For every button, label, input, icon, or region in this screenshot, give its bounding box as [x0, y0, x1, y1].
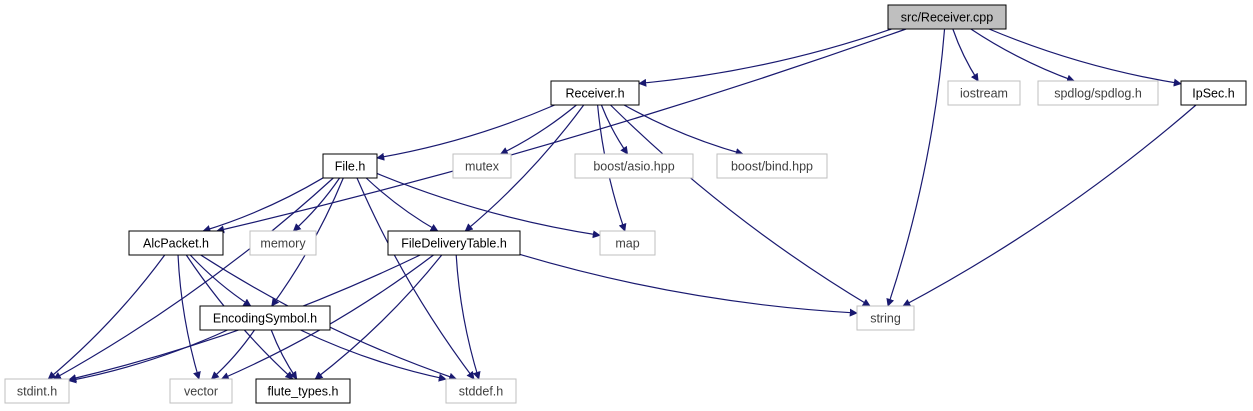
node-map-box: [599, 230, 656, 256]
edge-alcpacket-to-vector: [177, 254, 201, 380]
node-vector-label: vector: [184, 385, 218, 399]
node-alcpacket[interactable]: AlcPacket.h: [128, 230, 224, 256]
node-mutex-box: [452, 153, 512, 179]
edge-file-h-to-map: [376, 172, 601, 239]
node-boost-bind-box: [716, 153, 828, 179]
node-memory: memory: [249, 230, 317, 256]
node-vector: vector: [169, 378, 233, 404]
node-boost-asio: boost/asio.hpp: [574, 153, 694, 179]
node-boost-bind-label: boost/bind.hpp: [731, 160, 813, 174]
edge-fdt-to-vector: [220, 254, 434, 380]
edge-receiver-h-to-fdt: [464, 104, 585, 232]
node-receiver-h[interactable]: Receiver.h: [550, 80, 640, 106]
node-alcpacket-label: AlcPacket.h: [143, 237, 209, 251]
node-string: string: [856, 305, 915, 331]
node-spdlog: spdlog/spdlog.h: [1037, 80, 1159, 106]
node-vector-box: [169, 378, 233, 404]
node-map-label: map: [615, 237, 639, 251]
node-mutex-label: mutex: [465, 160, 500, 174]
edge-fdt-to-string: [519, 253, 858, 317]
edge-receiver-cpp-to-iostream: [952, 28, 979, 82]
node-stdint: stdint.h: [4, 378, 70, 404]
node-spdlog-label: spdlog/spdlog.h: [1054, 87, 1142, 101]
node-string-box: [856, 305, 915, 331]
node-receiver-cpp-label: src/Receiver.cpp: [901, 11, 993, 25]
node-encsym-label: EncodingSymbol.h: [213, 312, 317, 326]
edge-alcpacket-to-encsym: [189, 254, 252, 307]
node-ipsec[interactable]: IpSec.h: [1180, 80, 1247, 106]
edge-receiver-cpp-to-string: [886, 28, 946, 307]
node-stddef-box: [445, 378, 517, 404]
edge-fdt-to-stddef: [455, 254, 481, 380]
node-encsym-box: [199, 305, 331, 331]
node-receiver-h-box: [550, 80, 640, 106]
node-file-h-label: File.h: [335, 160, 366, 174]
node-memory-label: memory: [260, 237, 306, 251]
edge-encsym-to-flute-types: [270, 329, 298, 380]
node-boost-asio-box: [574, 153, 694, 179]
node-iostream-box: [947, 80, 1021, 106]
node-file-h-box: [322, 153, 378, 179]
node-stddef-label: stddef.h: [459, 385, 504, 399]
node-stdint-box: [4, 378, 70, 404]
edge-receiver-h-to-boost-bind: [623, 104, 744, 156]
node-fdt-box: [387, 230, 521, 256]
node-memory-box: [249, 230, 317, 256]
edge-encsym-to-stddef: [300, 329, 447, 382]
node-fdt[interactable]: FileDeliveryTable.h: [387, 230, 521, 256]
node-spdlog-box: [1037, 80, 1159, 106]
node-map: map: [599, 230, 656, 256]
edge-file-h-to-stddef: [356, 177, 475, 380]
edge-receiver-h-to-string: [610, 104, 871, 307]
edge-encsym-to-stdint: [68, 329, 228, 384]
edge-alcpacket-to-stdint: [47, 254, 166, 380]
edge-file-h-to-fdt: [365, 177, 439, 232]
node-flute-types-box: [255, 378, 351, 404]
node-stdint-label: stdint.h: [17, 385, 57, 399]
node-fdt-label: FileDeliveryTable.h: [401, 237, 507, 251]
node-flute-types[interactable]: flute_types.h: [255, 378, 351, 404]
node-boost-asio-label: boost/asio.hpp: [593, 160, 674, 174]
edge-receiver-cpp-to-spdlog: [970, 28, 1075, 83]
node-ipsec-label: IpSec.h: [1192, 87, 1234, 101]
node-iostream: iostream: [947, 80, 1021, 106]
node-file-h[interactable]: File.h: [322, 153, 378, 179]
node-receiver-h-label: Receiver.h: [565, 87, 624, 101]
edge-receiver-cpp-to-receiver-h: [638, 28, 892, 87]
node-flute-types-label: flute_types.h: [268, 385, 339, 399]
edge-fdt-to-flute-types: [314, 254, 443, 380]
edge-receiver-h-to-file-h: [376, 104, 555, 161]
node-alcpacket-box: [128, 230, 224, 256]
edge-encsym-to-vector: [210, 329, 255, 380]
node-receiver-cpp[interactable]: src/Receiver.cpp: [887, 4, 1007, 30]
node-encsym[interactable]: EncodingSymbol.h: [199, 305, 331, 331]
node-stddef: stddef.h: [445, 378, 517, 404]
node-mutex: mutex: [452, 153, 512, 179]
node-receiver-cpp-box: [887, 4, 1007, 30]
edge-file-h-to-stdint: [52, 177, 334, 380]
edge-file-h-to-alcpacket: [202, 177, 324, 233]
edge-receiver-h-to-boost-asio: [600, 104, 629, 155]
node-iostream-label: iostream: [960, 87, 1008, 101]
node-boost-bind: boost/bind.hpp: [716, 153, 828, 179]
node-ipsec-box: [1180, 80, 1247, 106]
edge-receiver-cpp-to-ipsec: [988, 28, 1182, 87]
edge-receiver-cpp-to-alcpacket: [216, 28, 907, 234]
edge-file-h-to-memory: [292, 177, 341, 232]
edge-receiver-h-to-mutex: [499, 104, 577, 155]
edge-ipsec-to-string: [902, 104, 1197, 307]
node-string-label: string: [870, 312, 901, 326]
